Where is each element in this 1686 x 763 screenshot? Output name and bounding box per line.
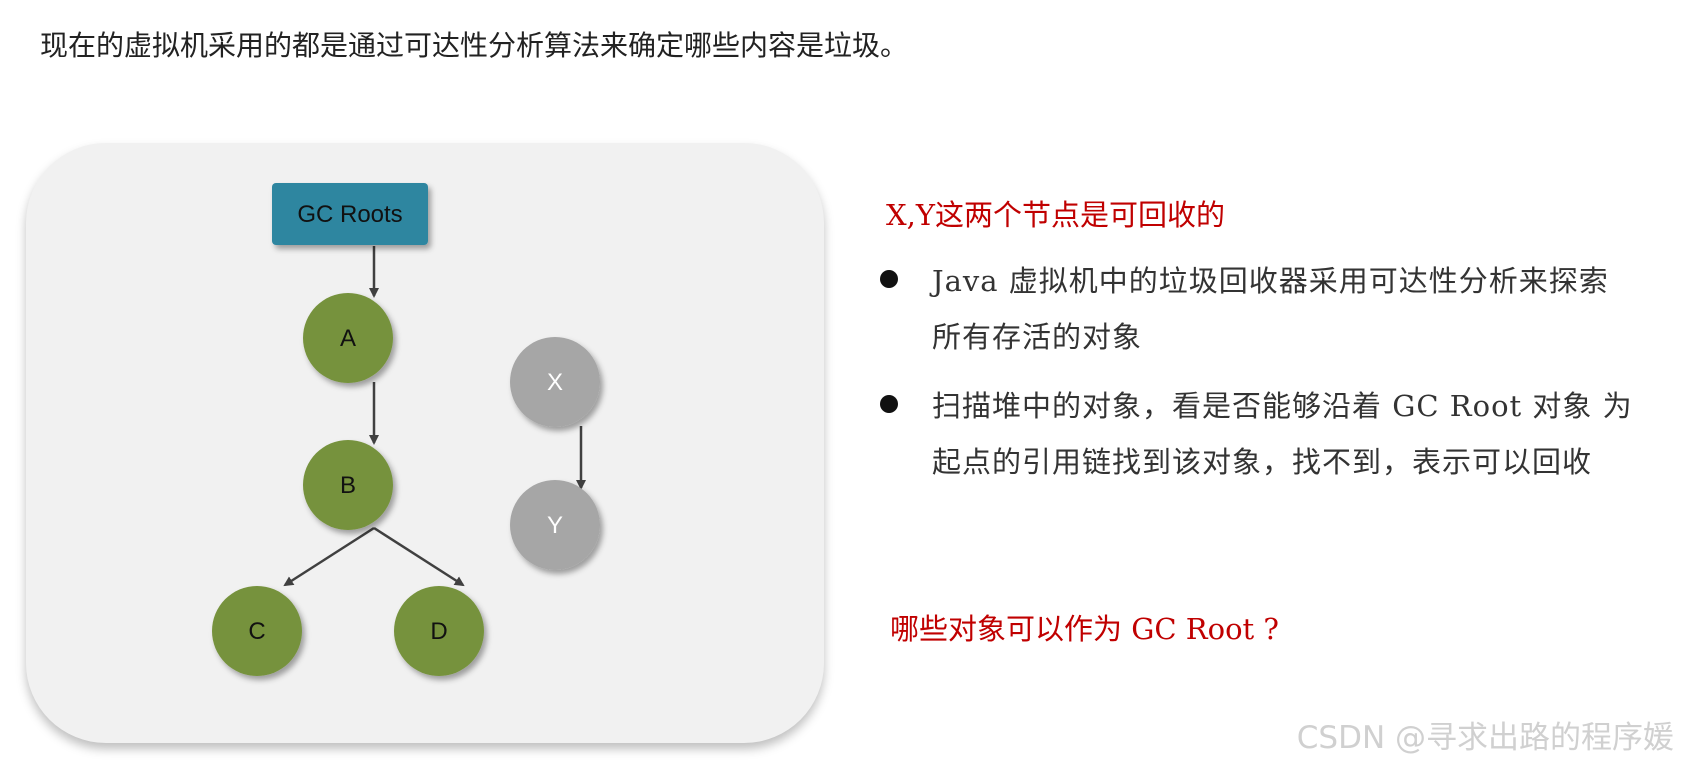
- node-c-label: C: [248, 618, 265, 645]
- page-title: 现在的虚拟机采用的都是通过可达性分析算法来确定哪些内容是垃圾。: [40, 29, 909, 62]
- reachability-diagram: GC Roots A B C D X Y: [212, 183, 600, 676]
- node-c: C: [212, 586, 302, 676]
- edge-b-to-d: [373, 526, 465, 587]
- node-a-label: A: [340, 325, 356, 352]
- node-x-label: X: [547, 369, 563, 396]
- diagram-panel: GC Roots A B C D X Y: [26, 143, 824, 743]
- notes-heading: X,Y这两个节点是可回收的: [886, 198, 1226, 232]
- node-y: Y: [510, 480, 600, 570]
- node-b-label: B: [340, 472, 356, 499]
- node-a: A: [303, 293, 393, 383]
- gc-roots-node: GC Roots: [272, 183, 428, 245]
- node-b: B: [303, 440, 393, 530]
- node-x: X: [510, 337, 600, 427]
- node-d: D: [394, 586, 484, 676]
- bullet-dot: [880, 270, 898, 288]
- edge-b-to-c: [283, 526, 375, 587]
- node-y-label: Y: [547, 512, 563, 539]
- bullet-1-line-1: Java 虚拟机中的垃圾回收器采用可达性分析来探索: [932, 264, 1609, 298]
- watermark: CSDN @寻求出路的程序媛: [1296, 720, 1674, 756]
- bullet-1-line-2: 所有存活的对象: [932, 320, 1143, 354]
- gc-roots-label: GC Roots: [297, 201, 402, 228]
- node-d-label: D: [430, 618, 447, 645]
- bullet-2-line-1: 扫描堆中的对象，看是否能够沿着 GC Root 对象 为: [932, 389, 1633, 423]
- bullet-dot: [880, 395, 898, 413]
- bullet-2-line-2: 起点的引用链找到该对象，找不到，表示可以回收: [932, 445, 1593, 479]
- gc-root-question: 哪些对象可以作为 GC Root ?: [890, 612, 1279, 646]
